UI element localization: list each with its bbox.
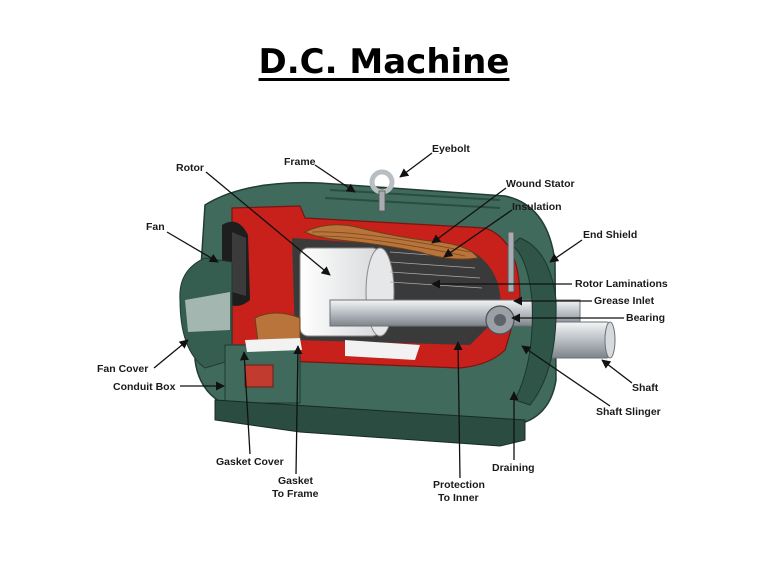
label-conduit-box: Conduit Box xyxy=(113,381,176,393)
label-gasket-line2: To Frame xyxy=(272,488,319,500)
motor-illustration xyxy=(179,169,616,447)
part-labels: Eyebolt Frame Rotor Wound Stator Insulat… xyxy=(97,143,668,504)
label-eyebolt: Eyebolt xyxy=(432,143,470,155)
label-frame: Frame xyxy=(284,156,316,168)
leader-lines xyxy=(153,152,633,479)
label-end-shield: End Shield xyxy=(583,229,637,241)
label-protection-line2: To Inner xyxy=(438,492,479,504)
label-gasket-cover: Gasket Cover xyxy=(216,456,284,468)
label-insulation: Insulation xyxy=(512,201,562,213)
eyebolt-part xyxy=(369,169,395,212)
label-wound-stator: Wound Stator xyxy=(506,178,575,190)
gasket-part xyxy=(245,338,302,352)
label-shaft-slinger: Shaft Slinger xyxy=(596,406,661,418)
label-shaft: Shaft xyxy=(632,382,659,394)
label-gasket-line1: Gasket xyxy=(278,475,314,487)
motor-base xyxy=(214,399,526,447)
label-draining: Draining xyxy=(492,462,535,474)
label-fan: Fan xyxy=(146,221,165,233)
label-grease-inlet: Grease Inlet xyxy=(594,295,655,307)
label-bearing: Bearing xyxy=(626,312,665,324)
end-shield-part xyxy=(511,237,557,406)
frame-fins xyxy=(324,189,501,209)
label-protection-line1: Protection xyxy=(433,479,485,491)
label-fan-cover: Fan Cover xyxy=(97,363,148,375)
nameplate xyxy=(244,364,274,388)
slide-title: D.C. Machine xyxy=(258,42,510,82)
grease-inlet-pipe xyxy=(507,231,515,293)
label-rotor-laminations: Rotor Laminations xyxy=(575,278,668,290)
label-rotor: Rotor xyxy=(176,162,204,174)
